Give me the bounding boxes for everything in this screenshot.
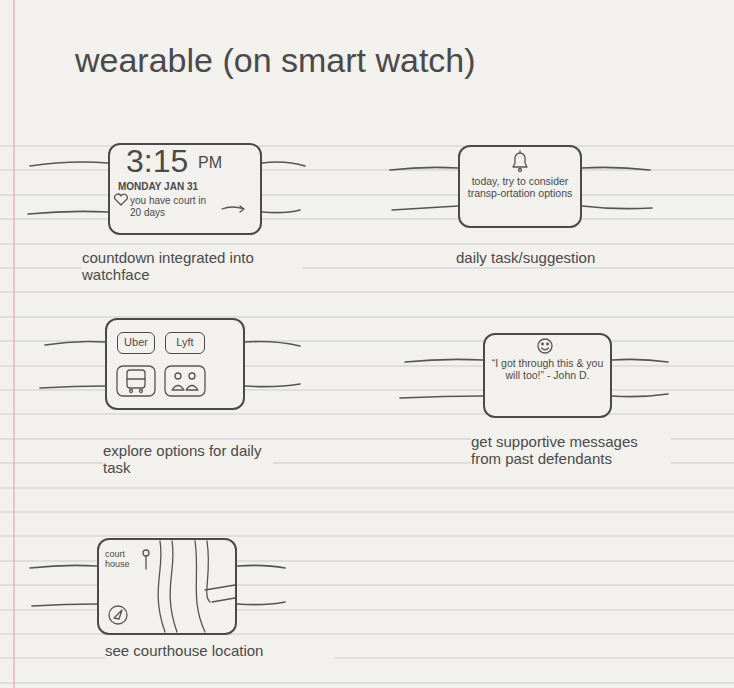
page-title: wearable (on smart watch) [75,40,476,81]
sketch-caption: countdown integrated into watchface [82,249,302,284]
watch-face: “I got through this & you will too!” - J… [483,333,612,418]
countdown-text: you have court in 20 days [130,195,220,218]
bus-icon [117,366,155,396]
sketch-caption: daily task/suggestion [456,249,661,266]
watch-face: explore options for daily taskUberLyft [105,318,245,410]
app-button: Lyft [165,332,205,354]
watch-face: today, try to consider transp-ortation o… [458,145,582,228]
date-text: MONDAY JAN 31 [118,181,256,193]
arrow-icon [222,206,244,212]
smiley-icon [538,339,552,353]
app-name: Uber [118,336,154,349]
suggestion-text: today, try to consider transp-ortation o… [464,175,576,199]
watch-grounds [97,143,612,635]
map-roads [158,541,235,632]
app-name: Lyft [166,336,204,349]
watch-face: court housesee courthouse location [97,538,237,635]
quote-text: “I got through this & you will too!” - J… [491,357,604,381]
bell-icon [513,151,527,172]
map-label: court house [105,550,139,570]
sketch-caption: explore options for daily task [103,442,273,477]
clock-time: 3:15 [126,145,198,177]
heart-icon [115,194,128,205]
sketch-caption: see courthouse location [105,642,335,659]
map-pin [143,550,149,569]
watch-icons [109,151,552,632]
clock-ampm: PM [198,155,228,171]
watch-face: 3:15PM MONDAY JAN 31 you have court in 20 … [108,143,262,235]
locate-button [109,606,127,624]
app-button: Uber [117,332,155,354]
sketch-caption: get supportive messages from past defend… [471,433,671,468]
people-icon [165,366,205,396]
margin-line [13,0,15,688]
